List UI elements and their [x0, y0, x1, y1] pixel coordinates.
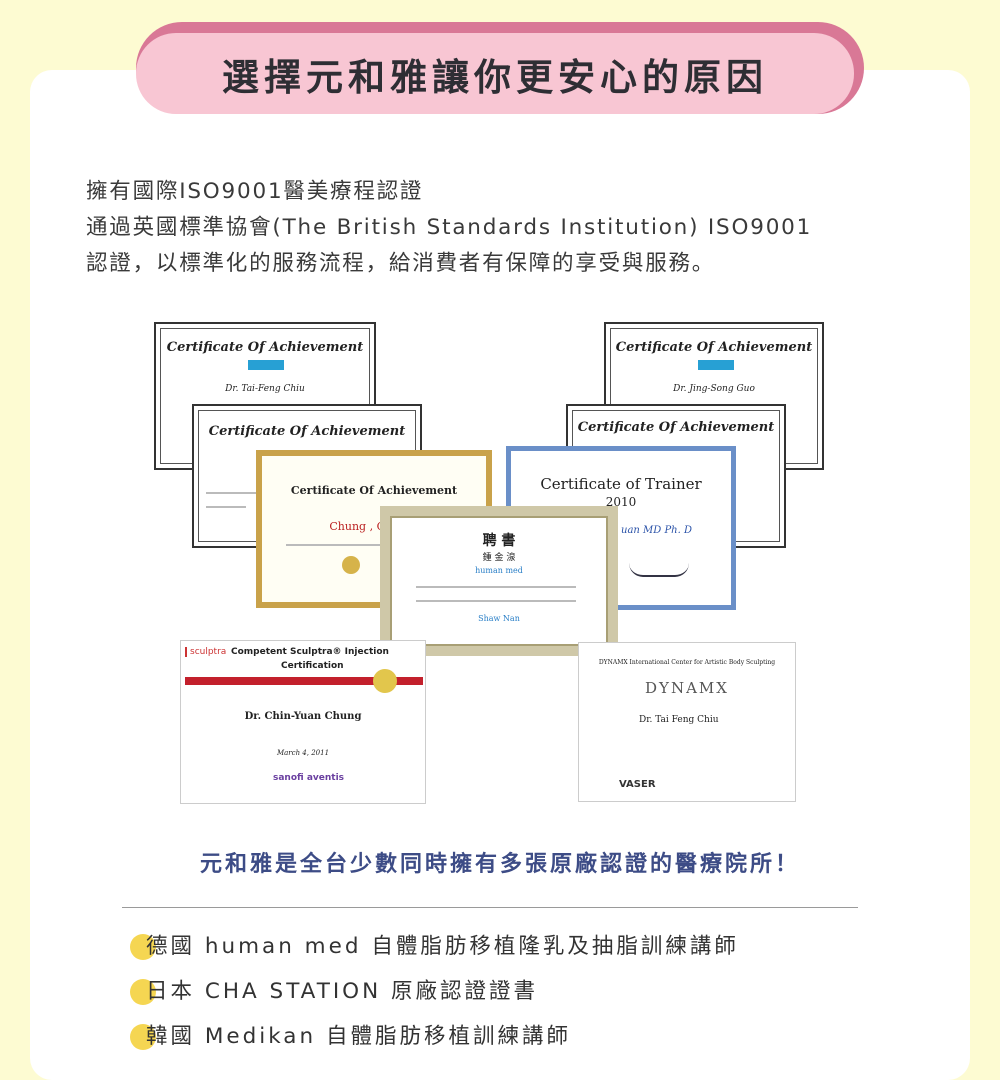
section-banner: 選擇元和雅讓你更安心的原因: [136, 33, 854, 114]
list-item-text: 韓國 Medikan 自體脂肪移植訓練講師: [146, 1024, 571, 1049]
cha-logo-icon: [248, 360, 284, 370]
list-item-text: 日本 CHA STATION 原廠認證證書: [146, 979, 539, 1004]
certificate-sculptra: sculptra Competent Sculptra® Injection C…: [180, 640, 426, 804]
red-ribbon: [185, 677, 423, 685]
vaser-logo: VASER: [619, 779, 656, 790]
text-placeholder-line: [206, 492, 258, 494]
sculptra-brand: sculptra: [185, 647, 226, 657]
certificate-appointment: 聘 書 鍾 金 湶 human med Shaw Nan: [380, 506, 618, 656]
certificate-recipient: Dr. Tai-Feng Chiu: [225, 384, 305, 394]
text-placeholder-line: [416, 600, 576, 602]
certificate-date: March 4, 2011: [276, 749, 330, 757]
text-placeholder-line: [286, 544, 406, 546]
certificate-title: Competent Sculptra® Injection: [231, 647, 389, 657]
certificate-title: 聘 書: [482, 533, 516, 549]
intro-text: 擁有國際ISO9001醫美療程認證 通過英國標準協會(The British S…: [86, 174, 966, 282]
certificate-dynamx: DYNAMX International Center for Artistic…: [578, 642, 796, 802]
certificate-title: Certificate of Trainer: [540, 475, 702, 493]
intro-line-1: 擁有國際ISO9001醫美療程認證: [86, 179, 424, 204]
signer-name: Shaw Nan: [478, 614, 520, 623]
gold-seal-icon: [342, 556, 360, 574]
certificate-recipient: Dr. Chin-Yuan Chung: [244, 711, 362, 722]
text-placeholder-line: [416, 586, 576, 588]
certificate-recipient: 鍾 金 湶: [482, 553, 516, 563]
signature-icon: [629, 563, 689, 577]
certificate-header: DYNAMX International Center for Artistic…: [598, 659, 776, 666]
bullet-icon: [130, 979, 156, 1005]
certification-list: 德國 human med 自體脂肪移植隆乳及抽脂訓練講師 日本 CHA STAT…: [130, 930, 739, 1065]
certificate-recipient: uan MD Ph. D: [621, 525, 693, 536]
bullet-icon: [130, 934, 156, 960]
highlight-statement: 元和雅是全台少數同時擁有多張原廠認證的醫療院所！: [199, 852, 800, 877]
text-placeholder-line: [206, 506, 246, 508]
bullet-icon: [130, 1024, 156, 1050]
certificate-collage: Certificate Of Achievement Dr. Tai-Feng …: [150, 322, 830, 812]
company-logo: sanofi aventis: [273, 773, 345, 783]
brand-label: human med: [475, 566, 523, 575]
cha-logo-icon: [698, 360, 734, 370]
brand-logo: DYNAMX: [645, 679, 729, 697]
list-item: 日本 CHA STATION 原廠認證證書: [130, 975, 739, 1020]
certificate-recipient: Dr. Jing-Song Guo: [673, 384, 755, 394]
list-item: 韓國 Medikan 自體脂肪移植訓練講師: [130, 1020, 739, 1065]
list-item: 德國 human med 自體脂肪移植隆乳及抽脂訓練講師: [130, 930, 739, 975]
certificate-recipient: Dr. Tai Feng Chiu: [639, 715, 719, 725]
certificate-subtitle: Certification: [281, 661, 344, 671]
intro-line-3: 認證，以標準化的服務流程，給消費者有保障的享受與服務。: [86, 251, 716, 276]
certificate-title: Certificate Of Achievement: [166, 340, 364, 355]
certificate-title: Certificate Of Achievement: [290, 484, 458, 497]
certificate-title: Certificate Of Achievement: [208, 424, 406, 439]
gold-seal-icon: [373, 669, 397, 693]
certificate-year: 2010: [605, 495, 637, 509]
list-item-text: 德國 human med 自體脂肪移植隆乳及抽脂訓練講師: [146, 934, 739, 959]
banner-title: 選擇元和雅讓你更安心的原因: [222, 55, 768, 99]
certificate-title: Certificate Of Achievement: [615, 340, 813, 355]
certificate-title: Certificate Of Achievement: [577, 420, 775, 435]
divider: [122, 907, 858, 908]
intro-line-2: 通過英國標準協會(The British Standards Instituti…: [86, 215, 813, 240]
